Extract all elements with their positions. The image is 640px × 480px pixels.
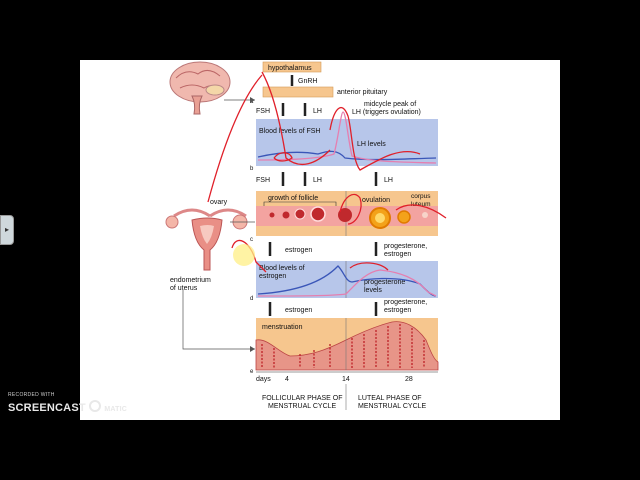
- follicular-phase-2: MENSTRUAL CYCLE: [268, 403, 337, 410]
- progesterone-curve: [257, 269, 437, 297]
- watermark-brand-suffix: MATIC: [104, 406, 127, 413]
- watermark-recorded-with: RECORDED WITH: [8, 392, 55, 398]
- hypothalamus-box: [262, 61, 322, 73]
- day-28-label: 28: [405, 376, 413, 383]
- blood-vessels: [261, 324, 425, 368]
- corpus-label: corpus: [411, 193, 431, 200]
- days-label: days: [256, 376, 271, 383]
- blood-estrogen-label-2: estrogen: [259, 273, 286, 280]
- menstruation-label: menstruation: [262, 324, 303, 331]
- ovary-label: ovary: [210, 199, 228, 206]
- luteal-phase-2: MENSTRUAL CYCLE: [358, 403, 427, 410]
- red-annotations: [207, 71, 447, 273]
- letter-b: b: [250, 166, 254, 172]
- watermark-brand-name: SCREENCAST: [8, 402, 86, 414]
- watermark-brand-o-icon: [89, 400, 102, 412]
- letter-d: d: [250, 296, 253, 302]
- gnrh-label: GnRH: [298, 78, 317, 85]
- progesterone-estrogen-2a: progesterone,: [384, 299, 427, 306]
- uterus-illustration: [165, 208, 248, 271]
- midcycle-line-2: LH (triggers ovulation): [352, 109, 421, 116]
- day-14-label: 14: [342, 376, 350, 383]
- letter-c: c: [250, 237, 253, 243]
- anterior-pituitary-box: [262, 86, 334, 98]
- progesterone-estrogen-1a: progesterone,: [384, 243, 427, 250]
- lh-label-3: LH: [384, 177, 393, 184]
- endometrium-tissue: [255, 321, 439, 371]
- lh-label-2: LH: [313, 177, 322, 184]
- progesterone-estrogen-2b: estrogen: [384, 307, 411, 314]
- follicles: [269, 206, 428, 229]
- luteal-phase-1: LUTEAL PHASE OF: [358, 395, 422, 402]
- anterior-pituitary-label: anterior pituitary: [337, 89, 388, 96]
- growth-bracket: [263, 201, 337, 206]
- brain-illustration: [169, 61, 231, 115]
- endometrium-label-2: of uterus: [170, 285, 198, 292]
- lh-levels-label: LH levels: [357, 141, 386, 148]
- blood-fsh-label: Blood levels of FSH: [259, 128, 320, 135]
- growth-follicle-label: growth of follicle: [268, 195, 318, 202]
- cursor-highlight: [233, 244, 255, 266]
- connector-lines: [182, 99, 255, 350]
- fsh-label-1: FSH: [256, 108, 270, 115]
- side-panel-toggle[interactable]: ▸: [0, 215, 14, 245]
- estrogen-label-2: estrogen: [285, 307, 312, 314]
- hypothalamus-label: hypothalamus: [268, 65, 312, 72]
- endometrium-label-1: endometrium: [170, 277, 211, 284]
- letter-a: a: [250, 99, 254, 105]
- progesterone-levels-label-2: levels: [364, 287, 382, 294]
- midcycle-line-1: midcycle peak of: [364, 101, 416, 108]
- lh-label-1: LH: [313, 108, 322, 115]
- fsh-label-2: FSH: [256, 177, 270, 184]
- letter-e: e: [250, 369, 254, 375]
- estrogen-label-1: estrogen: [285, 247, 312, 254]
- fsh-curve: [257, 150, 437, 161]
- watermark-brand: SCREENCAST MATIC: [8, 400, 127, 414]
- blood-estrogen-label-1: Blood levels of: [259, 265, 305, 272]
- progesterone-levels-label-1: progesterone: [364, 279, 405, 286]
- ovulation-label: ovulation: [362, 197, 390, 204]
- luteum-label: luteum: [411, 201, 431, 208]
- day-4-label: 4: [285, 376, 289, 383]
- progesterone-estrogen-1b: estrogen: [384, 251, 411, 258]
- follicular-phase-1: FOLLICULAR PHASE OF: [262, 395, 343, 402]
